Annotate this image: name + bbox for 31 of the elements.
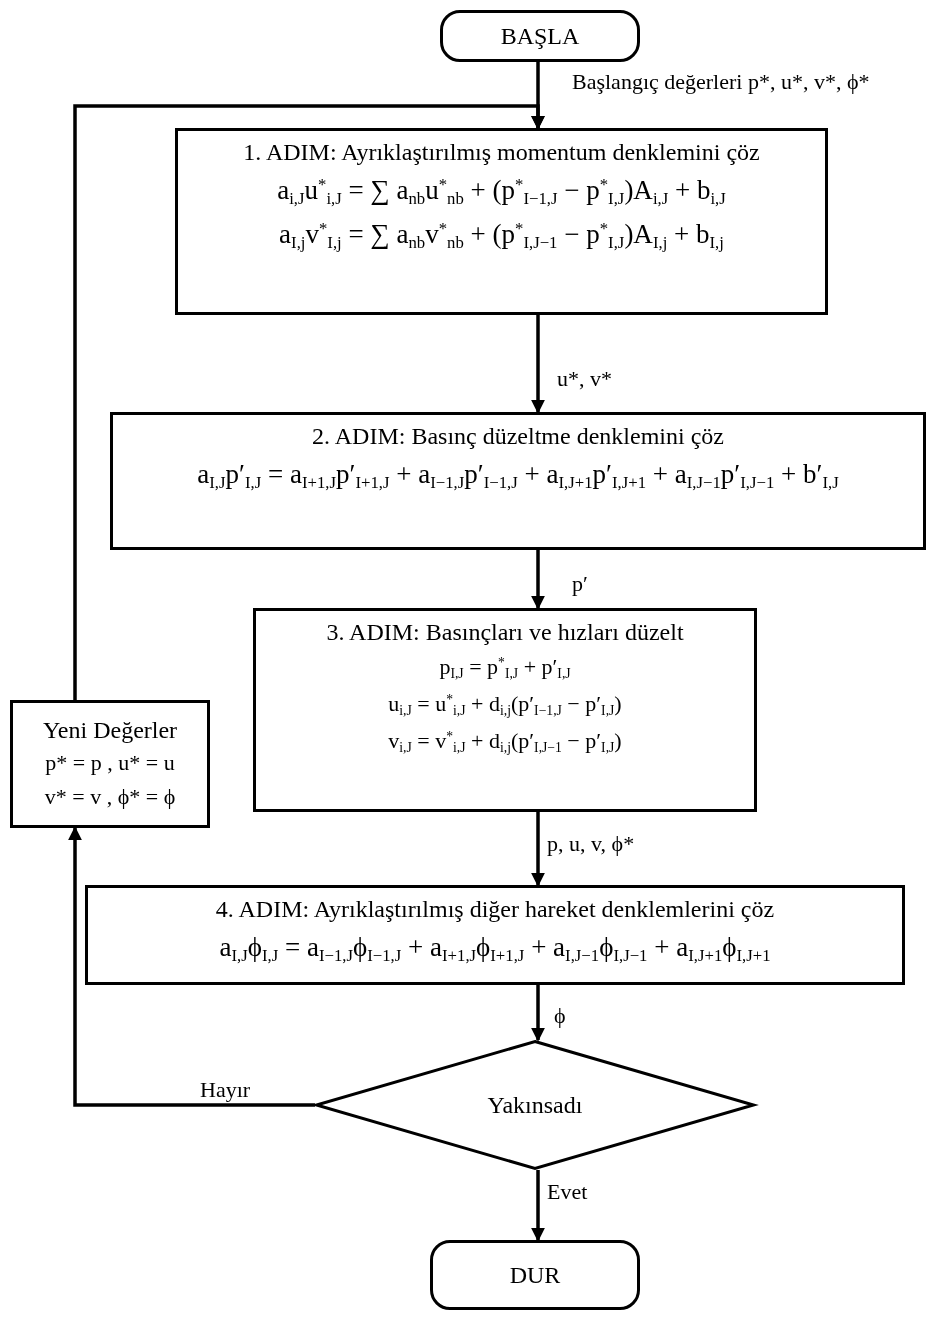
arrow <box>531 315 545 414</box>
step-title: BAŞLA <box>500 22 580 51</box>
equation: a$_{I,J}$ϕ$_{I,J}$ = a$_{I−1,J}$ϕ$_{I−1,J}$ + a$_{I+1,J}$ϕ$_{I+1,J}$ + a$_{I,J−1}$ϕ$_{I,J−1}$ + a$_{I,J+1}$ϕ$_{I,J+1}$ <box>219 931 771 967</box>
step-title: 3. ADIM: Basınçları ve hızları düzelt <box>326 618 684 647</box>
process-box <box>85 885 905 985</box>
step-title: Yakınsadı <box>487 1091 583 1120</box>
equation: a$_{I,j}$v$^{*}$$_{I,j}$ = ∑ a$_{nb}$v$^{*}$$_{nb}$ + (p$^{*}$$_{I,J−1}$ − p$^{*}$$_{I,J}$)A$_{I,j}$ + b$_{I,j}$ <box>279 218 724 255</box>
equation: u$_{i,J}$ = u$^{*}$$_{i,J}$ + d$_{i,j}$(p′$_{I−1,J}$ − p′$_{I,J}$) <box>388 689 622 720</box>
equation: p* = p , u* = u <box>45 749 175 778</box>
step-title: 2. ADIM: Basınç düzeltme denklemini çöz <box>312 422 724 451</box>
step-title: 1. ADIM: Ayrıklaştırılmış momentum denklemini çöz <box>243 138 760 167</box>
equation: v$_{i,J}$ = v$^{*}$$_{i,J}$ + d$_{i,j}$(p′$_{I,J−1}$ − p′$_{I,J}$) <box>388 726 622 757</box>
process-box <box>253 608 757 812</box>
arrow <box>73 104 545 700</box>
step-title: Yeni Değerler <box>42 716 178 746</box>
arrow <box>531 1170 545 1242</box>
arrow <box>531 985 545 1042</box>
arrow <box>68 826 315 1107</box>
equation: p$_{I,J}$ = p$^{*}$$_{I,J}$ + p′$_{I,J}$ <box>439 653 571 684</box>
terminal-box <box>440 10 640 62</box>
process-box <box>175 128 828 315</box>
process-box <box>10 700 210 828</box>
process-box <box>110 412 926 550</box>
equation: a$_{I,J}$p′$_{I,J}$ = a$_{I+1,J}$p′$_{I+1,J}$ + a$_{I−1,J}$p′$_{I−1,J}$ + a$_{I,J+1}$p′$_{I,J+1}$ + a$_{I,J−1}$p′$_{I,J−1}$ + b′$_{I,J}$ <box>197 458 839 494</box>
equation: v* = v , ϕ* = ϕ <box>44 783 176 811</box>
step-title: DUR <box>509 1261 561 1290</box>
step-title: 4. ADIM: Ayrıklaştırılmış diğer hareket denklemlerini çöz <box>215 895 775 924</box>
arrow <box>531 550 545 610</box>
arrow <box>531 812 545 887</box>
terminal-box <box>430 1240 640 1310</box>
equation: a$_{i,J}$u$^{*}$$_{i,J}$ = ∑ a$_{nb}$u$^{*}$$_{nb}$ + (p$^{*}$$_{I−1,J}$ − p$^{*}$$_{I,J}$)A$_{i,J}$ + b$_{i,J}$ <box>277 173 726 210</box>
